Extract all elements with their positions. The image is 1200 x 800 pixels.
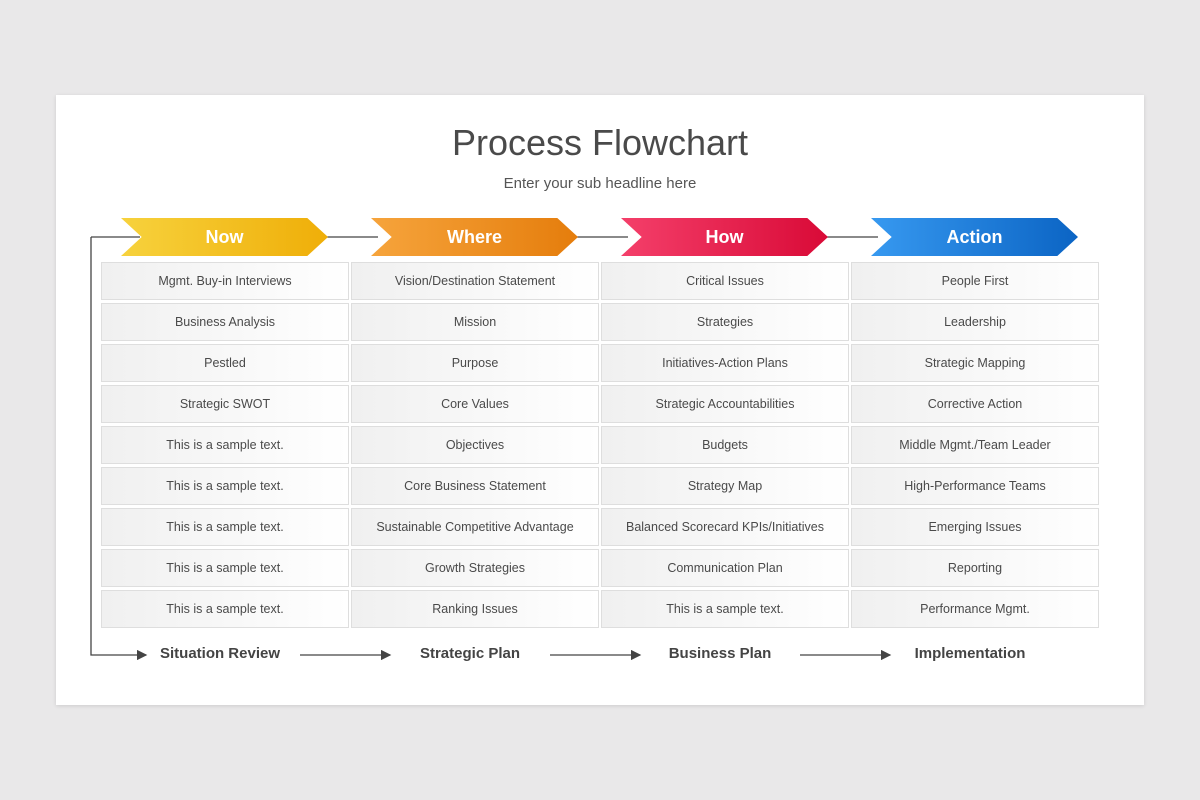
column-header-label: Where — [446, 227, 502, 247]
table-cell: Strategic SWOT — [101, 385, 349, 423]
chevron-header-shape — [871, 218, 1078, 256]
table-cell: Initiatives-Action Plans — [601, 344, 849, 382]
phase-footer-label: Business Plan — [668, 645, 772, 662]
table-cell: Vision/Destination Statement — [351, 262, 599, 300]
table-cell: Objectives — [351, 426, 599, 464]
table-cell: This is a sample text. — [101, 508, 349, 546]
table-cell: Mission — [351, 303, 599, 341]
table-cell: This is a sample text. — [101, 590, 349, 628]
table-cell: Pestled — [101, 344, 349, 382]
table-cell: Strategic Accountabilities — [601, 385, 849, 423]
table-cell: Corrective Action — [851, 385, 1099, 423]
table-cell: Leadership — [851, 303, 1099, 341]
table-cell: Core Values — [351, 385, 599, 423]
chevron-header-shape — [621, 218, 828, 256]
table-cell: Balanced Scorecard KPIs/Initiatives — [601, 508, 849, 546]
table-cell: Sustainable Competitive Advantage — [351, 508, 599, 546]
phase-footer-label: Situation Review — [159, 645, 281, 662]
table-cell: Strategic Mapping — [851, 344, 1099, 382]
page-title: Process Flowchart — [451, 122, 749, 163]
table-cell: Budgets — [601, 426, 849, 464]
phase-footer-label: Strategic Plan — [419, 645, 521, 662]
table-cell: Critical Issues — [601, 262, 849, 300]
table-cell: Middle Mgmt./Team Leader — [851, 426, 1099, 464]
column-header-label: How — [705, 227, 744, 247]
table-cell: Reporting — [851, 549, 1099, 587]
table-cell: Ranking Issues — [351, 590, 599, 628]
table-cell: Strategy Map — [601, 467, 849, 505]
phase-footer-label: Implementation — [914, 645, 1026, 662]
table-cell: Emerging Issues — [851, 508, 1099, 546]
table-cell: Core Business Statement — [351, 467, 599, 505]
table-cell: This is a sample text. — [101, 549, 349, 587]
page-subtitle: Enter your sub headline here — [503, 175, 697, 192]
table-cell: Purpose — [351, 344, 599, 382]
frame-line — [90, 237, 148, 661]
table-cell: People First — [851, 262, 1099, 300]
table-cell: Growth Strategies — [351, 549, 599, 587]
table-cell: Strategies — [601, 303, 849, 341]
column-header-label: Now — [205, 227, 244, 247]
chevron-header-shape — [371, 218, 578, 256]
table-cell: Communication Plan — [601, 549, 849, 587]
table-cell: Performance Mgmt. — [851, 590, 1099, 628]
table-cell: This is a sample text. — [101, 467, 349, 505]
chevron-header-shape — [121, 218, 328, 256]
table-cell: High-Performance Teams — [851, 467, 1099, 505]
table-cell: Business Analysis — [101, 303, 349, 341]
table-cell: Mgmt. Buy-in Interviews — [101, 262, 349, 300]
table-cell: This is a sample text. — [101, 426, 349, 464]
table-cell: This is a sample text. — [601, 590, 849, 628]
column-header-label: Action — [946, 227, 1003, 247]
